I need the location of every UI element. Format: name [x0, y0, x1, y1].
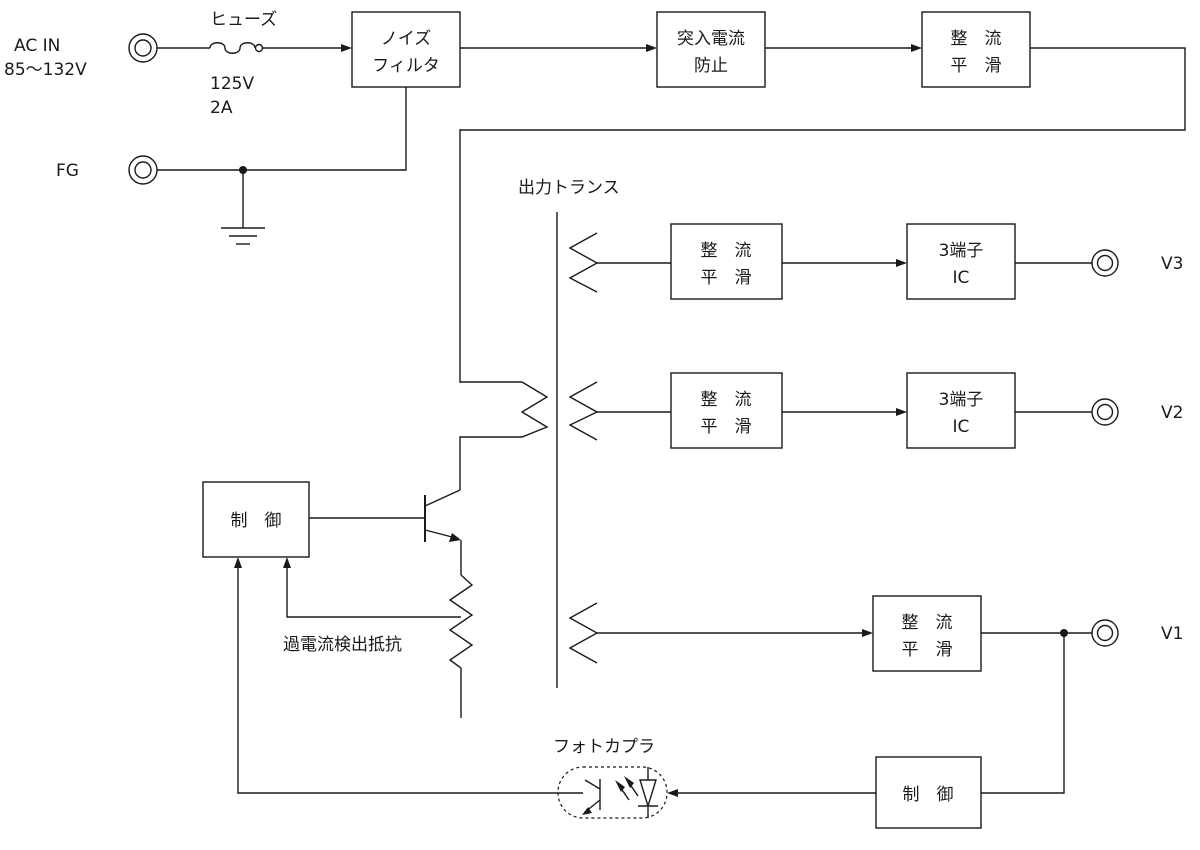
arrow-to-filter [341, 44, 352, 52]
rect-primary-line2: 平 滑 [951, 56, 1002, 76]
reg-v3-block [906, 223, 1016, 300]
v2-output-terminal [1091, 398, 1119, 426]
inrush-line1: 突入電流 [677, 29, 745, 49]
rect-primary-line1: 整 流 [951, 29, 1002, 49]
fuse-symbol [209, 42, 256, 54]
reg-v2-line1: 3端子 [939, 390, 984, 410]
noise-filter-line2: フィルタ [372, 56, 440, 76]
rect-primary-block [921, 11, 1031, 88]
arrow-to-rect-primary [911, 44, 922, 52]
fuse-voltage: 125V [210, 74, 254, 94]
secondary-winding-v2 [568, 381, 599, 441]
rect-v2-block [670, 372, 783, 449]
secondary-winding-v3 [568, 232, 599, 293]
photocoupler-led-icon [638, 767, 658, 818]
v3-label: V3 [1161, 254, 1183, 274]
secondary-winding-v1 [568, 602, 599, 664]
control-secondary-block [875, 756, 982, 829]
control-secondary-label: 制 御 [903, 785, 954, 805]
current-sense-resistor [448, 574, 474, 669]
v2-label: V2 [1161, 403, 1183, 423]
inrush-block [656, 11, 766, 88]
transformer-label: 出力トランス [518, 178, 620, 198]
fg-label: FG [56, 161, 79, 181]
rect-v1-line1: 整 流 [902, 613, 953, 633]
wire-fg-filter [157, 87, 407, 171]
arrow-sense-to-control [283, 557, 291, 568]
arrow-to-reg-v2 [896, 408, 907, 416]
rect-v1-line2: 平 滑 [902, 640, 953, 660]
fuse-label: ヒューズ [210, 10, 277, 30]
control-primary-block [202, 481, 310, 558]
photocoupler-light-arrows-icon [615, 776, 639, 801]
v3-output-terminal [1091, 249, 1119, 277]
rect-v1-block [872, 595, 982, 672]
reg-v3-line1: 3端子 [939, 241, 984, 261]
fg-terminal [128, 155, 158, 185]
noise-filter-block [351, 11, 461, 88]
rect-v3-line2: 平 滑 [701, 268, 752, 288]
ac-in-terminal [128, 33, 158, 63]
primary-winding [459, 381, 549, 490]
v1-label: V1 [1161, 624, 1183, 644]
ac-in-label: AC IN [14, 36, 60, 56]
ground-icon [221, 227, 265, 245]
rect-v3-line1: 整 流 [701, 241, 752, 261]
switching-transistor-icon [424, 489, 461, 542]
noise-filter-line1: ノイズ [381, 29, 432, 49]
photocoupler-label: フォトカプラ [553, 737, 655, 757]
v1-output-terminal [1091, 619, 1119, 647]
photo-transistor-icon [582, 779, 601, 815]
wire-dc-bus [459, 47, 1186, 383]
reg-v2-block [906, 372, 1016, 449]
reg-v2-line2: IC [953, 417, 970, 437]
arrow-to-inrush [646, 44, 657, 52]
arrow-to-reg-v3 [896, 259, 907, 267]
arrow-to-control-primary [234, 557, 242, 568]
rect-v2-line1: 整 流 [701, 390, 752, 410]
control-primary-label: 制 御 [231, 511, 282, 531]
fuse-terminal [254, 43, 264, 53]
wire-sense-feedback [286, 563, 461, 618]
inrush-line2: 防止 [694, 56, 728, 76]
arrow-to-rect-v1 [862, 629, 873, 637]
resistor-label: 過電流検出抵抗 [283, 635, 402, 655]
rect-v2-line2: 平 滑 [701, 417, 752, 437]
arrow-to-photocoupler [667, 789, 678, 797]
rect-v3-block [670, 223, 783, 300]
reg-v3-line2: IC [953, 268, 970, 288]
fuse-current: 2A [210, 98, 233, 118]
ac-range-label: 85〜132V [4, 60, 87, 80]
wire-v1-feedback [981, 633, 1065, 794]
wire-photocoupler-control [237, 563, 583, 794]
